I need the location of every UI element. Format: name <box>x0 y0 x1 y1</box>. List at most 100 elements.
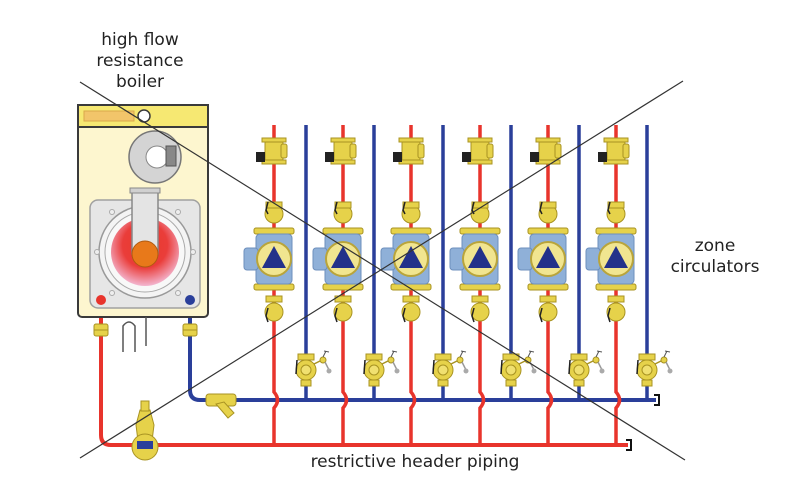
condensate-trap <box>122 321 136 352</box>
zone-supply-riser <box>272 125 280 445</box>
ball-valve-handle <box>539 307 543 323</box>
air-vent <box>140 400 150 412</box>
drain-cap <box>667 368 673 374</box>
ball-valve-handle <box>539 201 543 215</box>
boiler-label-line-1: high flow <box>101 30 179 50</box>
zone-valve-flange <box>261 137 287 143</box>
zone-5 <box>517 125 605 445</box>
purge-valve-handle <box>363 359 366 375</box>
cross-out-lines <box>79 80 686 461</box>
circulator-motor-box <box>312 247 328 271</box>
zone-valve-flange <box>261 159 287 165</box>
circulator-arrow-icon <box>604 246 628 268</box>
zone-valve-body <box>401 139 421 163</box>
drain-cap <box>463 368 469 374</box>
pump-flange-bottom <box>253 283 295 291</box>
housing-bolt <box>109 290 115 296</box>
ball-valve-nut <box>539 201 557 209</box>
zones-layer <box>243 125 673 445</box>
zone-valve-flange <box>467 159 493 165</box>
zone-valve-actuator <box>393 152 402 162</box>
housing-bolt <box>94 249 100 255</box>
zone-circulators-label: zone circulators <box>660 236 770 278</box>
pump-flange-bottom <box>459 283 501 291</box>
drain-cap <box>326 368 332 374</box>
air-separator-label <box>137 441 153 449</box>
zone-valve-flange <box>330 137 356 143</box>
pump-flange-top <box>253 227 295 235</box>
ball-valve-nut <box>607 201 625 209</box>
purge-valve-nut <box>300 379 312 387</box>
purge-valve-handle <box>636 359 639 375</box>
pump-flange-top <box>322 227 364 235</box>
zone-valve-flange <box>603 137 629 143</box>
zone-valve-body <box>264 139 284 163</box>
purge-valve-ball <box>573 364 585 376</box>
zone-1 <box>243 125 332 445</box>
y-strainer-leg <box>215 401 235 419</box>
purge-valve-handle <box>295 359 298 375</box>
purge-valve-handle <box>568 359 571 375</box>
zone-supply-riser <box>478 125 486 445</box>
boiler-label: high flow resistance boiler <box>80 30 200 93</box>
drain-cap <box>599 368 605 374</box>
zone-3 <box>380 125 469 445</box>
ball-valve-handle <box>607 307 611 323</box>
purge-valve-handle <box>432 359 435 375</box>
drain-handle <box>459 350 467 358</box>
housing-bolt <box>109 209 115 215</box>
housing-bolt <box>175 209 181 215</box>
boiler-label-line-2: resistance <box>96 51 184 71</box>
ball-valve-handle <box>402 201 406 215</box>
zone-valve-actuator <box>462 152 471 162</box>
boiler-return-port <box>185 295 195 305</box>
cross-line-2 <box>79 80 684 459</box>
boiler-display <box>83 110 135 122</box>
drain-cap <box>394 368 400 374</box>
zone-valve-port <box>486 143 494 159</box>
lower-ball-valve <box>606 302 626 322</box>
return-header-pipe <box>188 300 656 402</box>
ball-valve-handle <box>265 201 269 215</box>
cross-line-1 <box>79 81 686 461</box>
purge-valve-nut <box>505 379 517 387</box>
drain-handle <box>663 350 671 358</box>
zone-supply-riser <box>409 125 417 445</box>
circulator-arrow-icon <box>331 246 355 268</box>
purge-valve-ball <box>505 364 517 376</box>
pump-flange-top <box>595 227 637 235</box>
purge-valve-nut <box>368 379 380 387</box>
purge-valve-nut <box>365 353 383 361</box>
pump-flange-bottom <box>527 283 569 291</box>
zone-valve-port <box>417 143 425 159</box>
ball-valve-handle <box>334 307 338 323</box>
drain-cap <box>531 368 537 374</box>
flue-collar <box>129 187 161 194</box>
ball-valve-nut <box>539 295 557 303</box>
purge-valve-ball <box>368 364 380 376</box>
zone-valve-body <box>538 139 558 163</box>
lower-ball-valve <box>264 302 284 322</box>
drain-handle <box>527 350 535 358</box>
purge-valve-nut <box>570 353 588 361</box>
zone-valve-actuator <box>325 152 334 162</box>
supply-header-cap <box>626 439 632 451</box>
ball-valve-nut <box>607 295 625 303</box>
purge-valve-ball <box>300 364 312 376</box>
circulator-motor-box <box>380 247 396 271</box>
ball-valve-nut <box>402 295 420 303</box>
zone-valve-port <box>554 143 562 159</box>
ball-valve-nut <box>265 201 283 209</box>
ball-valve-handle <box>402 307 406 323</box>
ball-valve-handle <box>471 307 475 323</box>
circulator-arrow-icon <box>536 246 560 268</box>
burner-core <box>131 240 159 268</box>
return-header-cap <box>654 394 660 406</box>
ball-valve-handle <box>334 201 338 215</box>
circulator-arrow-icon <box>399 246 423 268</box>
boiler-supply-port <box>96 295 106 305</box>
lower-ball-valve <box>470 302 490 322</box>
zone-valve-flange <box>398 137 424 143</box>
